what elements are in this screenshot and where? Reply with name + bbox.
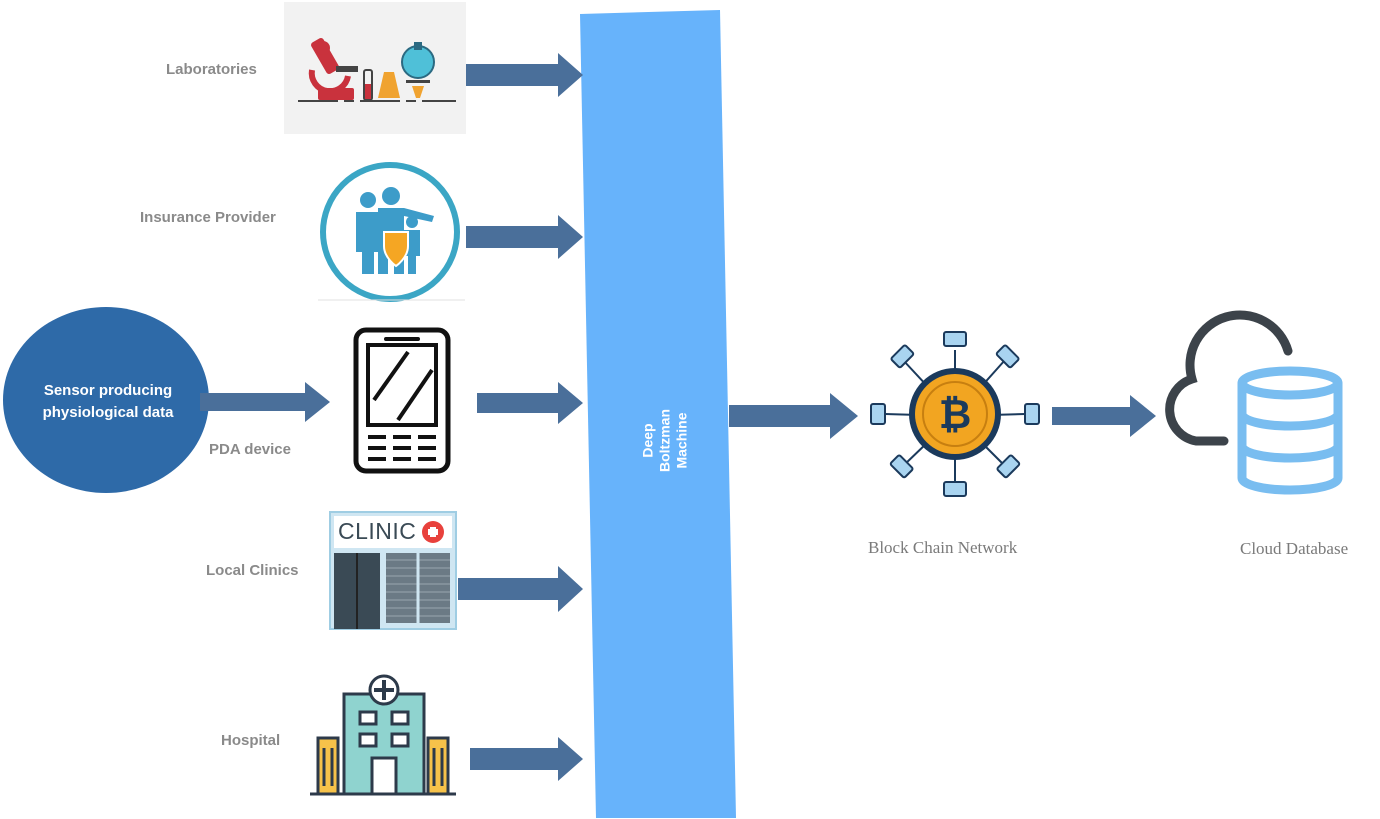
dbm-panel <box>580 10 736 818</box>
label-insurance-provider: Insurance Provider <box>140 209 276 226</box>
dbm-label-line3: Machine <box>673 412 690 469</box>
sensor-label-line2: physiological data <box>42 404 174 421</box>
arrow-sensor-to-pda <box>200 382 330 422</box>
bitcoin-network-icon: ₿ <box>870 331 1040 497</box>
arrow-hospital <box>470 737 583 781</box>
clinic-building-icon <box>329 511 457 630</box>
label-cloud-database: Cloud Database <box>1240 539 1349 558</box>
label-local-clinics: Local Clinics <box>206 562 299 579</box>
arrow-dbm-to-blockchain <box>729 393 858 439</box>
label-pda-device: PDA device <box>209 441 291 458</box>
hospital-building-icon <box>310 674 456 796</box>
svg-text:₿: ₿ <box>939 393 972 437</box>
label-block-chain-network: Block Chain Network <box>868 538 1018 557</box>
arrow-blockchain-to-cloud <box>1052 395 1156 437</box>
dbm-label-line1: Deep <box>639 423 656 458</box>
sensor-label: Sensor producing physiological data <box>8 380 208 424</box>
dbm-label: Deep Boltzman Machine <box>640 391 691 491</box>
arrow-pda <box>477 382 583 424</box>
sensor-label-line1: Sensor producing <box>43 382 173 399</box>
label-laboratories: Laboratories <box>166 61 257 78</box>
dbm-label-line2: Boltzman <box>656 409 673 472</box>
insurance-family-icon <box>318 162 465 302</box>
sensor-circle <box>3 307 209 493</box>
cloud-database-icon <box>1165 310 1343 495</box>
laboratory-icon <box>284 2 466 134</box>
clinic-sign-text: CLINIC <box>338 518 417 544</box>
arrow-lab <box>466 53 583 97</box>
pda-device-icon <box>353 327 451 474</box>
arrow-clinics <box>458 566 583 612</box>
arrow-insurance <box>466 215 583 259</box>
label-hospital: Hospital <box>221 732 281 749</box>
